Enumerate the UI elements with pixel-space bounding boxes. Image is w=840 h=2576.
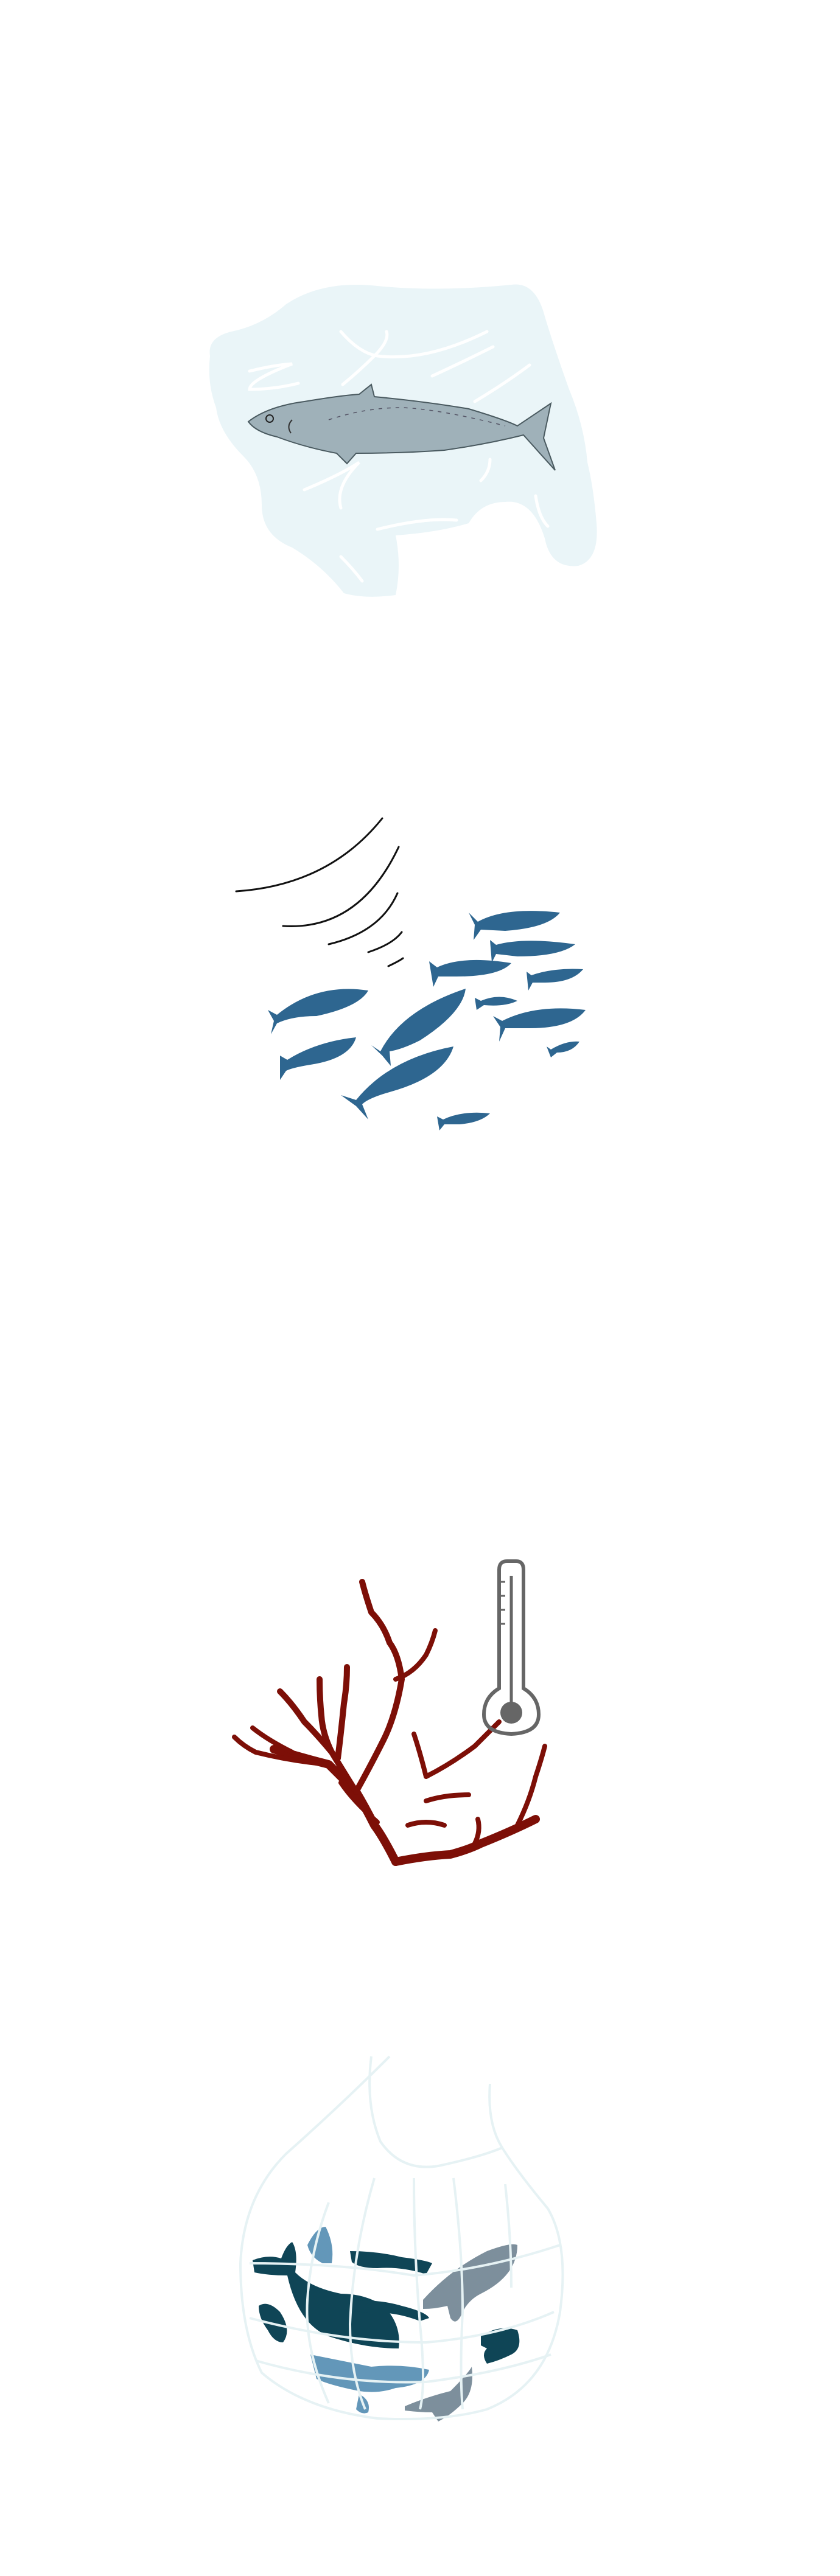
fish-school xyxy=(268,911,586,1130)
mackerel-fish xyxy=(247,383,556,471)
fish xyxy=(469,911,560,940)
fish-in-plastic-bag-icon xyxy=(209,284,597,597)
fish-in-net-icon xyxy=(239,2055,564,2421)
thermometer-icon xyxy=(481,1559,541,1736)
bag-highlights xyxy=(248,330,550,583)
fish xyxy=(280,1037,356,1080)
coral-thermometer-icon xyxy=(232,1559,547,1866)
fish xyxy=(341,1046,453,1119)
red-coral xyxy=(232,1579,547,1866)
net xyxy=(239,2055,564,2420)
fish xyxy=(429,959,511,987)
fish xyxy=(475,997,517,1010)
fish xyxy=(371,989,466,1066)
fish xyxy=(268,989,368,1034)
dark-fish xyxy=(253,2242,520,2364)
fish xyxy=(527,969,583,990)
sonar-fish-school-icon xyxy=(235,817,586,1130)
sonar-waves xyxy=(235,817,404,967)
fish xyxy=(437,1112,490,1130)
fish xyxy=(490,940,575,963)
fish xyxy=(493,1008,586,1042)
fish xyxy=(547,1041,579,1057)
